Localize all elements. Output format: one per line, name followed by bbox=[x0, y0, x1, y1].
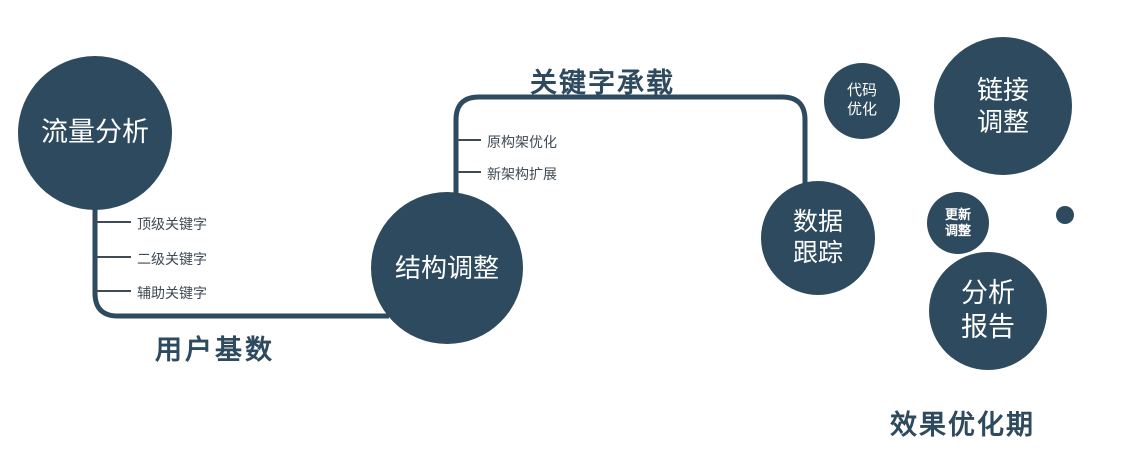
node-link-adjust-line1: 链接 bbox=[976, 74, 1029, 105]
node-link-adjust-line2: 调整 bbox=[976, 107, 1029, 137]
branch-top-keywords: 顶级关键字 bbox=[137, 216, 207, 232]
node-code-optimization-line2: 优化 bbox=[846, 101, 877, 118]
node-analysis-report-line2: 报告 bbox=[961, 312, 1015, 342]
node-data-tracking: 数据 跟踪 bbox=[761, 181, 875, 295]
node-code-optimization: 代码 优化 bbox=[824, 63, 900, 139]
node-code-optimization-line1: 代码 bbox=[846, 82, 877, 100]
node-analysis-report-line1: 分析 bbox=[961, 278, 1015, 309]
node-traffic-analysis: 流量分析 bbox=[18, 56, 172, 210]
structure-branch-ticks bbox=[456, 139, 481, 173]
edge-structure-to-tracking bbox=[453, 94, 808, 196]
node-update-adjust-line1: 更新 bbox=[944, 206, 971, 222]
node-update-adjust: 更新 调整 bbox=[927, 192, 989, 254]
node-data-tracking-line1: 数据 bbox=[792, 207, 843, 236]
node-update-adjust-line2: 调整 bbox=[944, 223, 971, 238]
edge-label-keyword-bearing: 关键字承载 bbox=[530, 68, 675, 98]
node-data-tracking-line2: 跟踪 bbox=[792, 239, 843, 267]
edge-label-user-base: 用户基数 bbox=[155, 335, 275, 365]
node-link-adjust: 链接 调整 bbox=[934, 37, 1072, 175]
node-small-dot bbox=[1056, 206, 1074, 224]
node-structure-adjust: 结构调整 bbox=[371, 192, 523, 344]
branch-new-architecture: 新架构扩展 bbox=[487, 166, 557, 182]
footer-effect-optimization: 效果优化期 bbox=[890, 410, 1035, 440]
node-analysis-report: 分析 报告 bbox=[929, 252, 1047, 370]
branch-auxiliary-keywords: 辅助关键字 bbox=[137, 285, 207, 301]
branch-original-architecture: 原构架优化 bbox=[487, 134, 557, 150]
branch-second-keywords: 二级关键字 bbox=[137, 251, 207, 267]
edge-traffic-to-structure bbox=[92, 198, 389, 319]
traffic-branch-ticks bbox=[95, 221, 131, 292]
node-structure-adjust-label: 结构调整 bbox=[394, 252, 499, 283]
node-traffic-analysis-label: 流量分析 bbox=[41, 117, 149, 148]
